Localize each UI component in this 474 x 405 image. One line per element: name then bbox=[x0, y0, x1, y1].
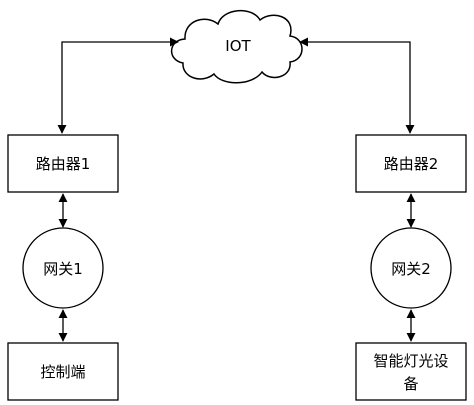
smart-light-device-label-line2: 备 bbox=[403, 375, 418, 393]
gateway1-node: 网关1 bbox=[22, 227, 104, 309]
cloud-to-router2-link bbox=[299, 37, 415, 134]
router2-node: 路由器2 bbox=[355, 134, 467, 193]
router2-box bbox=[355, 134, 467, 193]
smart-light-device-box bbox=[355, 342, 467, 401]
control-terminal-label: 控制端 bbox=[40, 363, 85, 381]
gateway2-label: 网关2 bbox=[391, 260, 431, 278]
router1-label: 路由器1 bbox=[36, 155, 91, 173]
router1-box bbox=[7, 134, 119, 193]
cloud-label: IOT bbox=[225, 37, 251, 55]
cloud-shape bbox=[170, 10, 303, 84]
cloud-to-router1-link bbox=[57, 37, 179, 134]
control-terminal-box bbox=[7, 342, 119, 401]
gateway1-circle bbox=[22, 227, 104, 309]
iot-cloud: IOT bbox=[170, 10, 303, 84]
gateway1-label: 网关1 bbox=[43, 260, 83, 278]
control-terminal-node: 控制端 bbox=[7, 342, 119, 401]
router1-node: 路由器1 bbox=[7, 134, 119, 193]
gateway2-node: 网关2 bbox=[370, 227, 452, 309]
smart-light-device-node: 智能灯光设 备 bbox=[355, 342, 467, 401]
smart-light-device-label-line1: 智能灯光设 bbox=[373, 352, 448, 370]
router2-label: 路由器2 bbox=[384, 155, 439, 173]
gateway2-circle bbox=[370, 227, 452, 309]
